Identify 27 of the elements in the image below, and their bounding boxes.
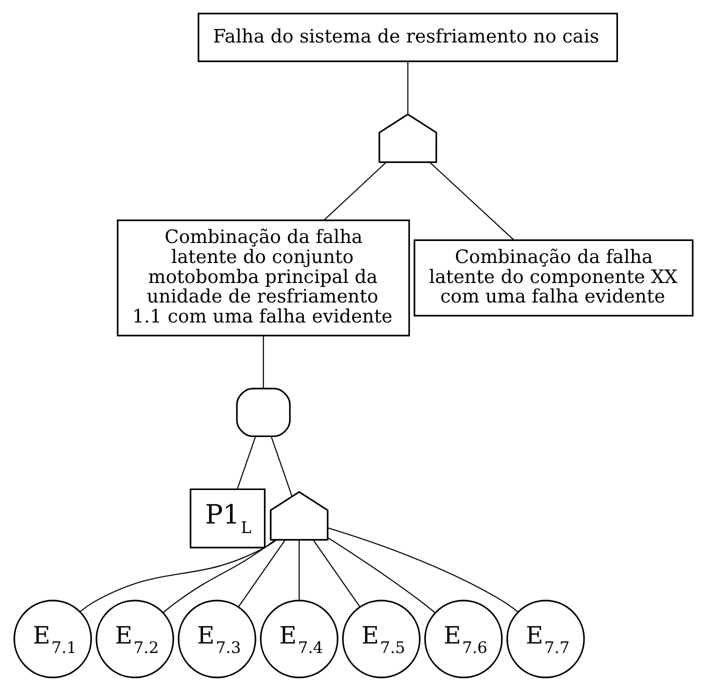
node-circle: E$_{7.2}$ <box>96 600 174 678</box>
node-circle: E$_{7.5}$ <box>342 600 421 678</box>
connector <box>262 336 264 388</box>
node-circle: E$_{7.6}$ <box>424 600 503 678</box>
connector <box>270 436 292 496</box>
connector <box>313 540 360 608</box>
node-shield <box>270 490 328 541</box>
connector <box>430 162 514 240</box>
connector <box>328 537 436 614</box>
connector <box>298 540 300 600</box>
connector <box>328 527 518 612</box>
node-dome <box>236 388 291 438</box>
node-box: Combinação da falha latente do componente XX com uma falha evidente <box>414 239 694 316</box>
node-circle: E$_{7.1}$ <box>14 600 92 678</box>
node-circle: E$_{7.4}$ <box>260 600 338 678</box>
connector <box>162 539 276 614</box>
connector <box>407 62 408 114</box>
node-box: Combinação da falha latente do conjunto motobomba principal da unidade de resfriamento 1.1 com uma falha evidente <box>116 220 410 336</box>
node-circle: E$_{7.7}$ <box>506 600 585 678</box>
node-box: Falha do sistema de resfriamento no cais <box>198 12 618 62</box>
connector <box>80 539 277 612</box>
node-box: P1$_{L}$ <box>190 488 266 548</box>
node-shield <box>378 113 438 164</box>
connector <box>238 540 286 608</box>
node-circle: E$_{7.3}$ <box>178 600 256 678</box>
connector <box>236 436 256 490</box>
connector <box>324 162 386 220</box>
